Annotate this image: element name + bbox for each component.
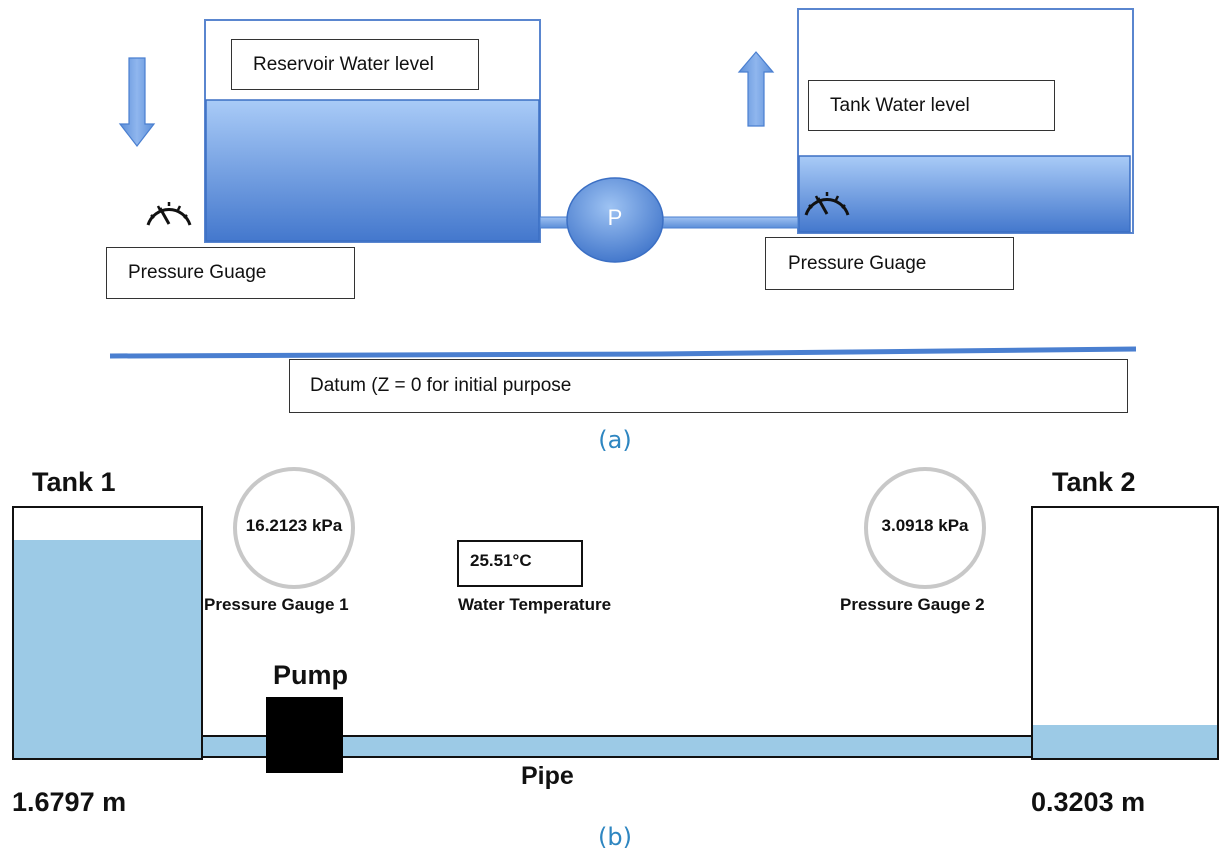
gauge1-label: Pressure Gauge 1 <box>204 595 349 614</box>
pressure-gauge-right-text: Pressure Guage <box>788 252 927 274</box>
gauge1-value: 16.2123 kPa <box>245 516 343 535</box>
datum-line <box>109 346 1137 359</box>
pipe-right <box>657 216 799 229</box>
gauge2-value: 3.0918 kPa <box>881 516 969 535</box>
pressure-gauge-left-label: Pressure Guage <box>106 247 355 299</box>
datum-text: Datum (Z = 0 for initial purpose <box>310 375 572 396</box>
pressure-gauge-right-label: Pressure Guage <box>765 237 1014 290</box>
reservoir-water <box>205 99 540 242</box>
up-arrow-icon <box>737 51 775 127</box>
tank2-water <box>1033 725 1217 758</box>
pipe <box>201 735 1033 758</box>
tank-level-text: Tank Water level <box>830 94 970 116</box>
tank1-level: 1.6797 m <box>12 787 127 817</box>
panel-b-graphics <box>12 467 1219 773</box>
gauge-left-icon <box>146 202 192 226</box>
pressure-gauge-left-text: Pressure Guage <box>128 262 267 283</box>
pump-circle <box>566 177 664 263</box>
down-arrow-icon <box>118 57 156 147</box>
pump-label: P <box>607 205 623 230</box>
pipe-label: Pipe <box>521 762 574 790</box>
tank2-level: 0.3203 m <box>1031 787 1146 817</box>
caption-a: (a) <box>598 426 632 454</box>
tank-water <box>798 155 1131 233</box>
gauge2-circle <box>864 467 986 589</box>
pump-block <box>266 697 343 773</box>
tank-level-label: Tank Water level <box>808 80 1055 131</box>
tank1-title: Tank 1 <box>32 467 116 497</box>
temperature-label: Water Temperature <box>458 595 612 614</box>
datum-label: Datum (Z = 0 for initial purpose <box>289 359 1128 413</box>
tank2-outline <box>1031 506 1219 760</box>
reservoir-level-label: Reservoir Water level <box>231 39 479 90</box>
caption-b: (b) <box>598 823 632 851</box>
pump-label-b: Pump <box>273 660 349 690</box>
tank1-water <box>14 540 201 758</box>
reservoir-level-text: Reservoir Water level <box>253 53 434 75</box>
gauge1-circle <box>233 467 355 589</box>
gauge-right-icon <box>804 192 850 216</box>
temperature-value: 25.51°C <box>470 551 532 570</box>
gauge2-label: Pressure Gauge 2 <box>840 595 985 614</box>
temperature-box <box>457 540 583 587</box>
tank2-title: Tank 2 <box>1052 467 1136 497</box>
